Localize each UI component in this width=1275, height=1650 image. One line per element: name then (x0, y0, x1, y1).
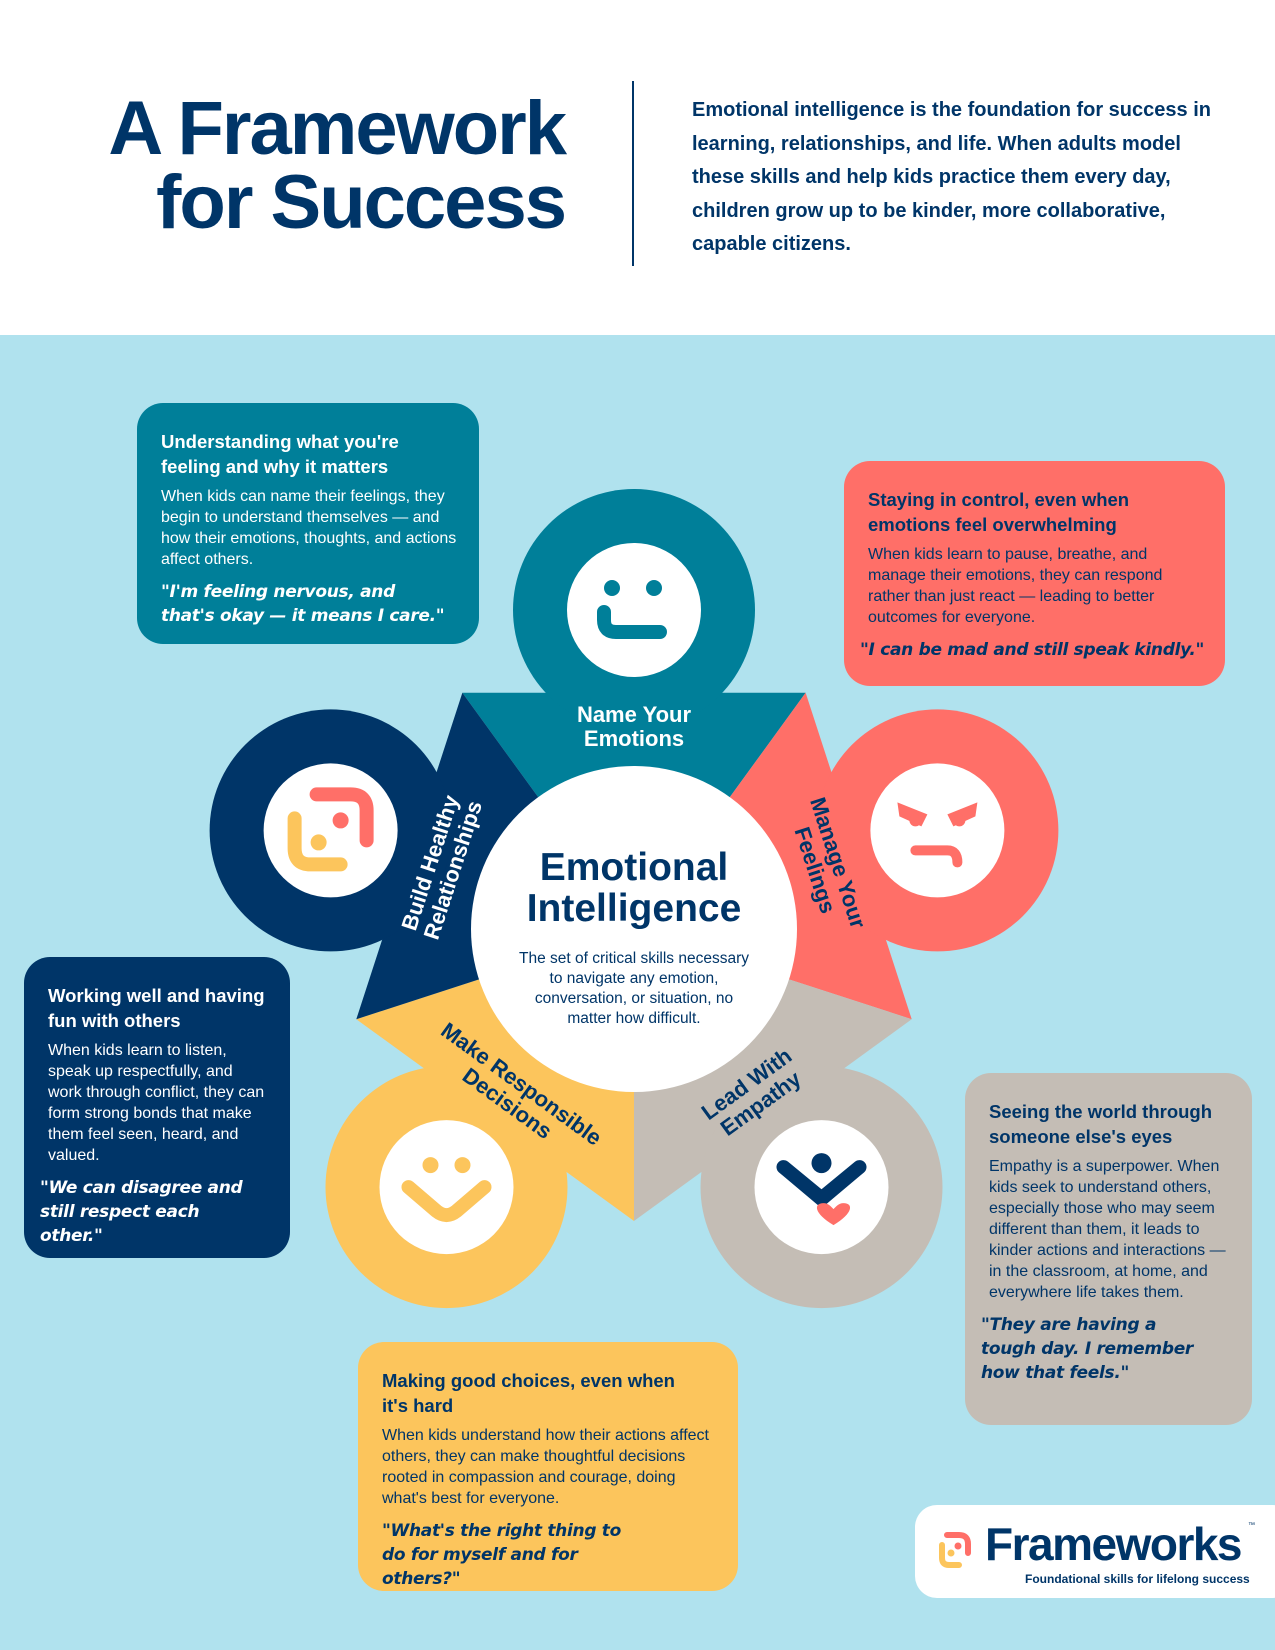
card-build-healthy-relationships: Working well and having fun with others … (24, 957, 290, 1258)
center-title-line-2: Intelligence (527, 887, 742, 930)
card-body: Empathy is a superpower. When kids seek … (989, 1158, 1226, 1301)
center-desc-line: The set of critical skills necessary (519, 950, 749, 967)
skill-label-line: Name Your (577, 702, 692, 727)
logo-tagline: Foundational skills for lifelong success (1025, 1572, 1250, 1586)
center-title-line-1: Emotional (540, 846, 729, 889)
card-body: When kids learn to pause, breathe, and m… (868, 546, 1163, 626)
frameworks-logo-icon (939, 1532, 971, 1568)
center-desc-line: to navigate any emotion, (550, 970, 719, 987)
card-quote: "They are having a tough day. I remember… (981, 1315, 1194, 1383)
center-circle (471, 766, 797, 1092)
person-heart-icon (754, 1120, 889, 1255)
card-quote: "I can be mad and still speak kindly." (860, 640, 1205, 660)
card-quote: "What's the right thing to do for myself… (382, 1521, 622, 1589)
card-body: When kids learn to listen, speak up resp… (48, 1042, 265, 1164)
card-quote: "We can disagree and still respect each … (40, 1178, 243, 1246)
card-heading: Working well and having fun with others (48, 985, 265, 1031)
page-title: A Framework for Success (40, 86, 567, 245)
card-body: When kids can name their feelings, they … (161, 488, 457, 568)
frameworks-logo: Frameworks ™ Foundational skills for lif… (915, 1505, 1275, 1598)
card-body: When kids understand how their actions a… (382, 1427, 709, 1507)
smile-face-icon (567, 543, 701, 677)
skill-label-line: Emotions (584, 726, 684, 751)
card-make-responsible-decisions: Making good choices, even when it's hard… (358, 1342, 738, 1591)
center-desc-line: matter how difficult. (567, 1010, 700, 1027)
card-name-your-emotions: Understanding what you're feeling and wh… (137, 403, 479, 644)
connection-icon (263, 763, 398, 898)
title-line-2: for Success (156, 160, 567, 245)
card-heading: Seeing the world through someone else's … (989, 1101, 1213, 1147)
card-heading: Making good choices, even when it's hard (382, 1370, 675, 1416)
trademark: ™ (1248, 1522, 1255, 1529)
title-line-1: A Framework (108, 86, 567, 171)
card-lead-with-empathy: Seeing the world through someone else's … (965, 1073, 1252, 1425)
intro-text: Emotional intelligence is the foundation… (692, 99, 1211, 255)
card-heading: Staying in control, even when emotions f… (868, 489, 1130, 535)
happy-face-icon (379, 1120, 514, 1255)
logo-name: Frameworks (985, 1518, 1243, 1570)
card-manage-your-feelings: Staying in control, even when emotions f… (844, 461, 1225, 686)
divider (632, 81, 634, 266)
card-heading: Understanding what you're feeling and wh… (161, 431, 399, 477)
angry-face-icon (870, 763, 1005, 898)
card-quote: "I'm feeling nervous, and that's okay — … (161, 582, 445, 626)
center-desc-line: conversation, or situation, no (535, 990, 733, 1007)
